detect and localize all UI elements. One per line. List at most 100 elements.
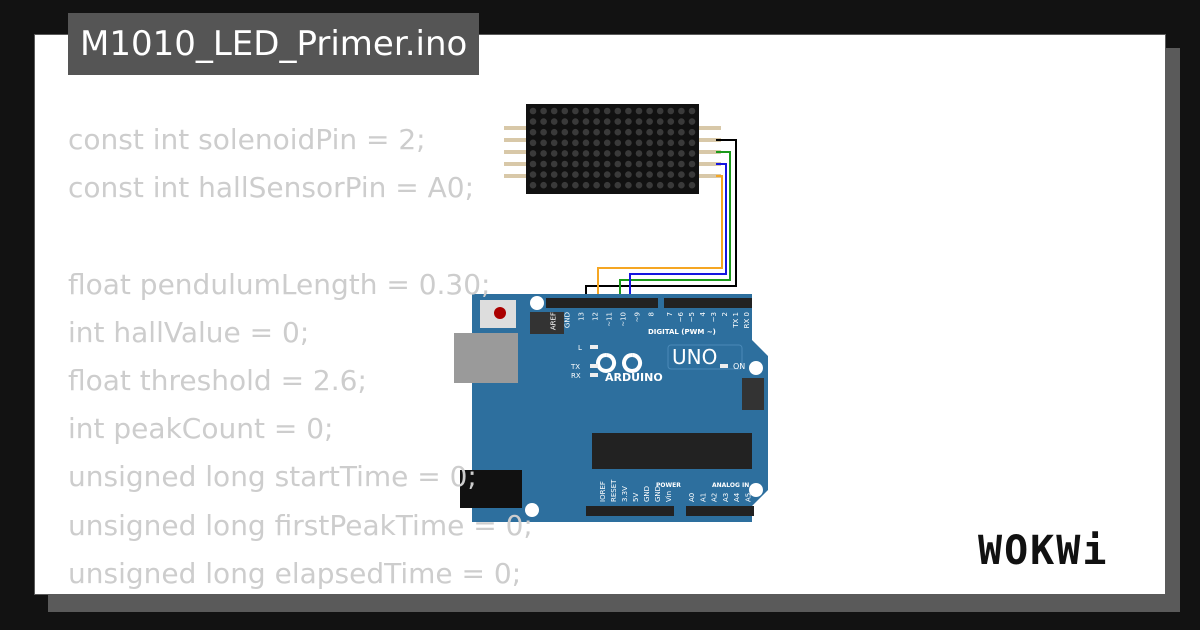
matrix-led: [614, 150, 622, 157]
matrix-led: [561, 181, 569, 189]
matrix-led: [635, 128, 643, 136]
matrix-led: [572, 150, 579, 157]
matrix-led: [656, 171, 664, 178]
matrix-led: [646, 139, 653, 147]
matrix-led: [678, 171, 685, 178]
matrix-led: [550, 128, 558, 136]
wire-clk: [629, 163, 727, 305]
matrix-led: [667, 107, 675, 115]
digital-pin-label: ~5: [688, 312, 696, 322]
matrix-led: [561, 171, 569, 178]
arduino-logo-icon: [596, 353, 642, 373]
matrix-led: [582, 150, 590, 157]
matrix-led: [688, 171, 696, 178]
matrix-led: [646, 118, 653, 125]
project-title: M1010_LED_Primer.ino: [68, 13, 480, 75]
matrix-led: [656, 128, 664, 136]
led-matrix[interactable]: [504, 104, 721, 194]
matrix-led: [550, 171, 558, 178]
matrix-led: [667, 150, 675, 157]
digital-label: DIGITAL (PWM ~): [648, 328, 716, 336]
analog-pin-label: A0: [688, 493, 696, 502]
matrix-led: [678, 139, 685, 147]
matrix-led: [625, 118, 632, 125]
matrix-led: [582, 128, 590, 136]
matrix-led: [550, 150, 558, 157]
matrix-led: [540, 171, 547, 178]
digital-pin-label: ~11: [606, 312, 614, 327]
matrix-led: [646, 107, 653, 115]
matrix-led: [688, 139, 696, 147]
digital-pin-label: TX 1: [732, 312, 740, 329]
matrix-led: [550, 139, 558, 147]
matrix-led: [614, 160, 622, 168]
matrix-led: [582, 181, 590, 189]
matrix-led: [540, 181, 547, 189]
brand-label: ARDUINO: [605, 371, 663, 384]
matrix-led: [646, 181, 653, 189]
led-label-l: L: [578, 344, 582, 352]
matrix-led: [561, 128, 569, 136]
matrix-led: [540, 139, 547, 147]
matrix-led: [582, 107, 590, 115]
matrix-led: [572, 181, 579, 189]
digital-pin-label: 4: [699, 311, 707, 316]
matrix-led: [635, 171, 643, 178]
matrix-led: [656, 107, 664, 115]
matrix-led: [614, 107, 622, 115]
digital-pin-label: GND: [564, 312, 572, 328]
power-pin-label: IOREF: [599, 481, 607, 502]
analog-pin-label: A2: [711, 493, 719, 502]
digital-pin-label: 2: [721, 312, 729, 316]
matrix-led: [635, 139, 643, 147]
power-pin-label: RESET: [610, 479, 618, 502]
matrix-led: [603, 150, 611, 157]
power-pin-label: GND: [643, 486, 651, 502]
analog-pin-label: A4: [733, 492, 741, 502]
wires: [585, 139, 737, 305]
matrix-led: [614, 171, 622, 178]
matrix-led: [561, 150, 569, 157]
matrix-led: [582, 118, 590, 125]
matrix-led: [678, 181, 685, 189]
wire-gnd: [585, 139, 737, 305]
power-pin-label: Vin: [665, 491, 673, 502]
matrix-led: [540, 107, 547, 115]
led-label-tx: TX: [570, 363, 580, 371]
matrix-led: [635, 118, 643, 125]
matrix-led: [625, 107, 632, 115]
matrix-led: [593, 139, 600, 147]
matrix-led: [593, 128, 600, 136]
matrix-led: [678, 107, 685, 115]
matrix-led: [572, 118, 579, 125]
matrix-led: [614, 181, 622, 189]
matrix-led: [688, 128, 696, 136]
matrix-led: [635, 160, 643, 168]
matrix-led: [625, 139, 632, 147]
wokwi-logo: WOKWi: [978, 528, 1109, 574]
matrix-led: [614, 139, 622, 147]
matrix-led: [529, 139, 537, 147]
analog-pin-label: A3: [722, 493, 730, 502]
matrix-led: [678, 128, 685, 136]
matrix-led: [572, 160, 579, 168]
arduino-uno[interactable]: UNO ARDUINO DIGITAL (PWM ~) ON POWER ANA…: [454, 294, 768, 522]
digital-pin-label: 7: [666, 312, 674, 316]
matrix-led: [593, 181, 600, 189]
matrix-led: [593, 160, 600, 168]
matrix-led: [688, 150, 696, 157]
matrix-led: [603, 139, 611, 147]
analog-pin-label: A1: [699, 493, 707, 502]
matrix-led: [646, 128, 653, 136]
analog-label: ANALOG IN: [712, 482, 749, 489]
led-label-rx: RX: [571, 372, 581, 380]
digital-pin-label: ~6: [677, 311, 685, 322]
matrix-led: [614, 118, 622, 125]
matrix-led: [593, 171, 600, 178]
power-pin-label: 3.3V: [621, 486, 629, 502]
digital-pin-label: 8: [648, 312, 656, 316]
matrix-led: [582, 160, 590, 168]
matrix-led: [550, 160, 558, 168]
power-label: POWER: [656, 482, 681, 489]
